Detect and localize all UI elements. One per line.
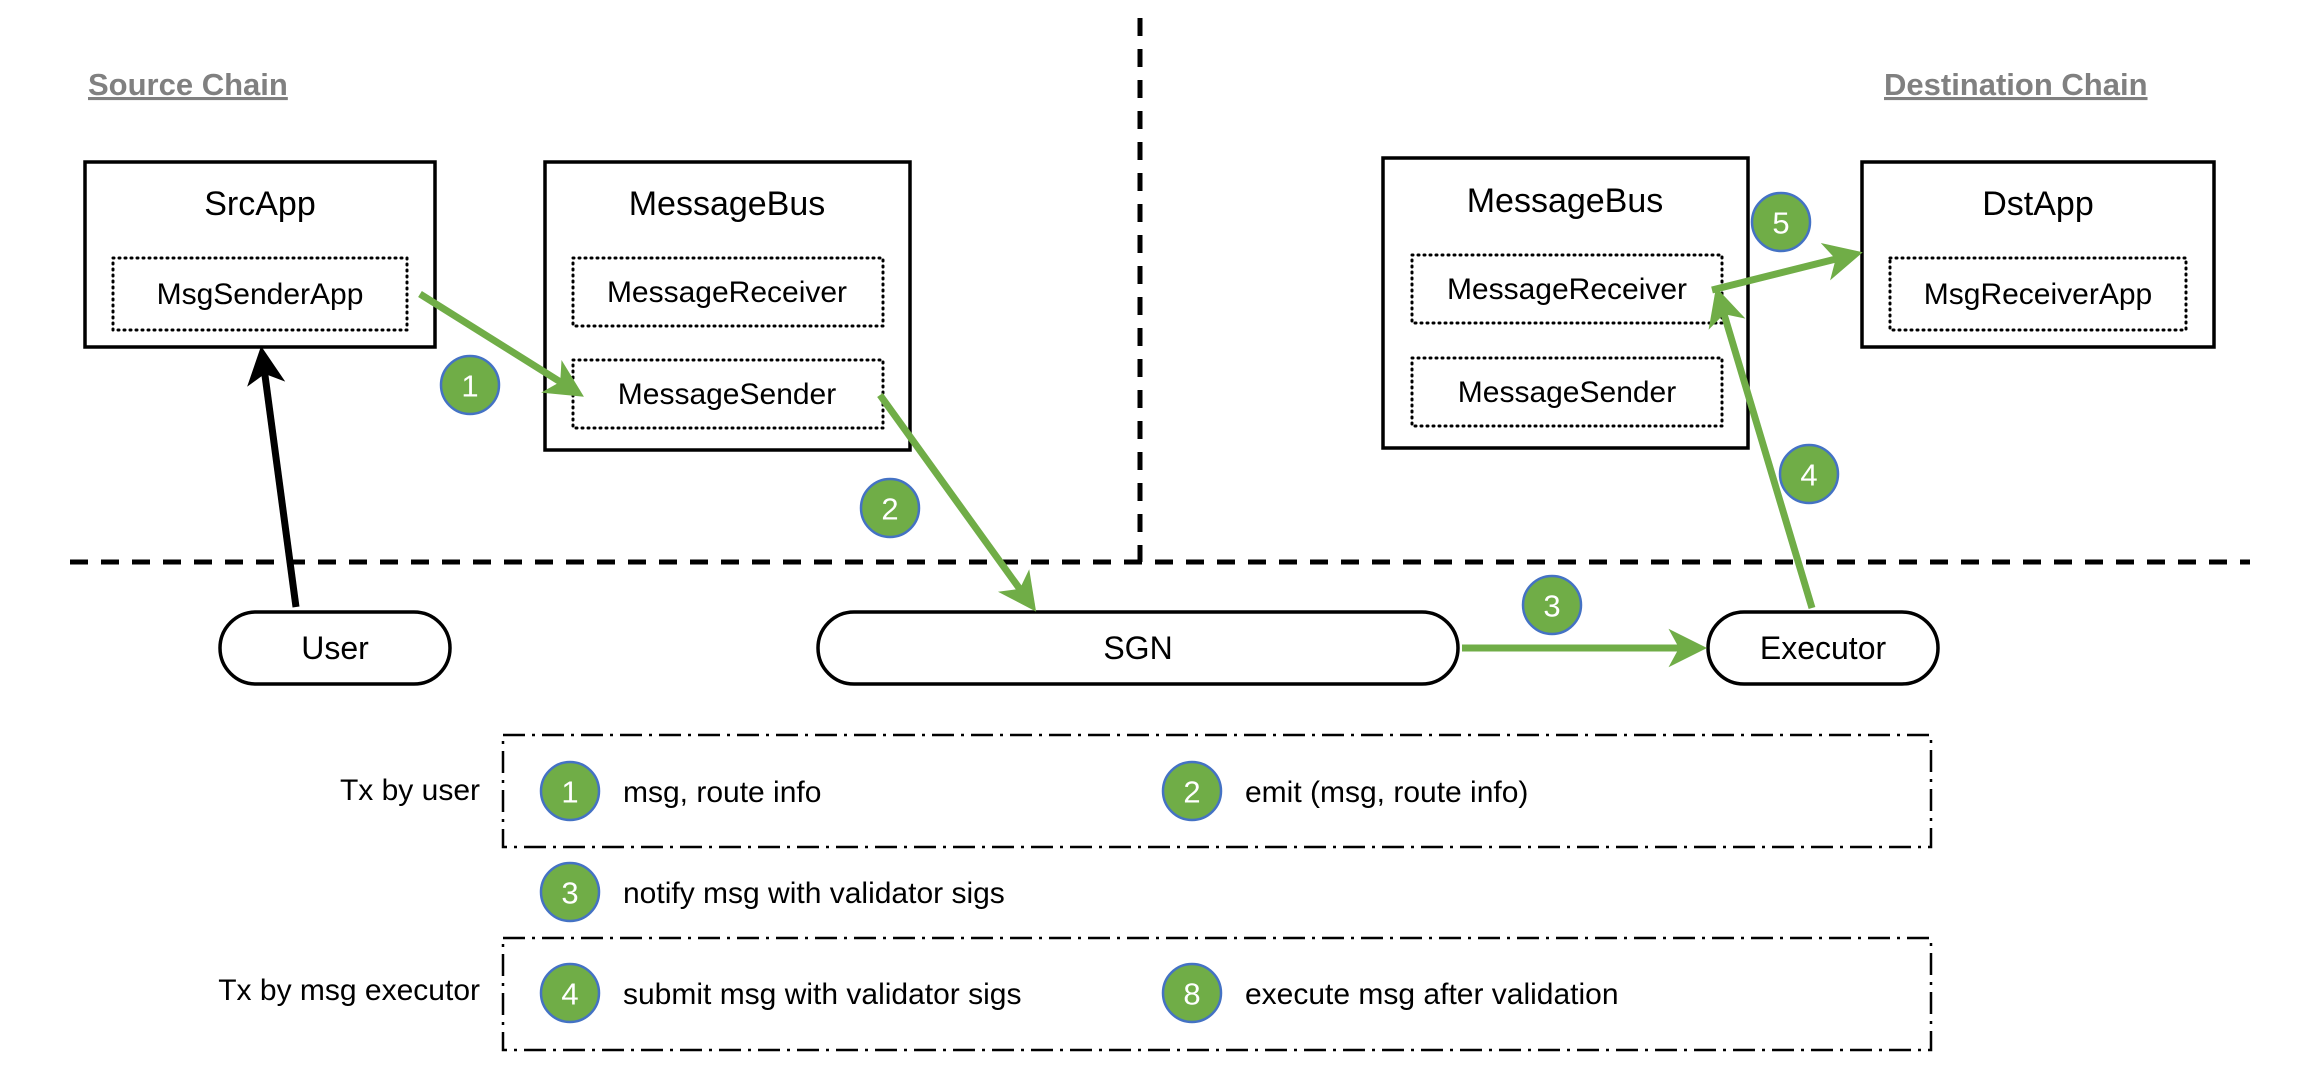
node-user-frame <box>218 610 452 686</box>
legend-item-8-number: 8 <box>1183 977 1200 1012</box>
legend-item-4-circle <box>539 962 601 1024</box>
legend-row-tx-by-msg-executor-side-label: Tx by msg executor <box>218 974 480 1007</box>
legend-row-tx-by-msg-executor: Tx by msg executor 4 submit msg with val… <box>218 936 1933 1052</box>
module-msg-receiver-app-frame <box>1888 256 2188 332</box>
legend-item-3-text: notify msg with validator sigs <box>623 877 1005 910</box>
node-sgn[interactable]: SGN <box>816 610 1460 686</box>
legend-row-tx-by-msg-executor-frame <box>501 936 1933 1052</box>
flow-arrow-2-messagesender-to-sgn <box>877 392 1037 612</box>
legend-item-2-number: 2 <box>1183 775 1200 810</box>
legend-item-3[interactable]: 3 notify msg with validator sigs <box>539 861 1005 923</box>
legend-item-3-circle <box>539 861 601 923</box>
node-executor[interactable]: Executor <box>1706 610 1940 686</box>
module-src-message-receiver-label: MessageReceiver <box>607 276 847 309</box>
module-dst-message-receiver-frame <box>1410 253 1724 325</box>
contract-dst-app-title: DstApp <box>1982 185 2094 223</box>
badge-3[interactable]: 3 <box>1521 574 1583 636</box>
badge-5-circle <box>1750 191 1812 253</box>
legend-item-4-text: submit msg with validator sigs <box>623 978 1021 1011</box>
legend-item-1-circle <box>539 760 601 822</box>
badge-2[interactable]: 2 <box>859 477 921 539</box>
node-executor-frame <box>1706 610 1940 686</box>
node-user-label: User <box>301 630 369 666</box>
legend-item-1[interactable]: 1 msg, route info <box>539 760 821 822</box>
contract-dst-app[interactable]: DstApp MsgReceiverApp <box>1860 160 2216 349</box>
flow-arrow-user-to-srcapp <box>247 346 300 608</box>
legend-item-8[interactable]: 8 execute msg after validation <box>1161 962 1619 1024</box>
destination-chain-title: Destination Chain <box>1884 67 2148 102</box>
legend-item-2[interactable]: 2 emit (msg, route info) <box>1161 760 1528 822</box>
badge-5[interactable]: 5 <box>1750 191 1812 253</box>
badge-5-number: 5 <box>1772 206 1789 241</box>
module-msg-receiver-app-label: MsgReceiverApp <box>1924 278 2152 311</box>
module-src-message-sender-label: MessageSender <box>618 378 836 411</box>
module-src-message-receiver-frame <box>571 256 885 328</box>
module-msg-sender-app-frame <box>111 256 409 332</box>
source-chain-title: Source Chain <box>88 67 288 102</box>
node-executor-label: Executor <box>1760 630 1887 666</box>
legend-row-tx-by-user: Tx by user 1 msg, route info 2 emit (msg… <box>340 733 1933 849</box>
legend-row-notify: 3 notify msg with validator sigs <box>539 861 1005 923</box>
contract-src-message-bus[interactable]: MessageBus MessageReceiver MessageSender <box>543 160 912 452</box>
node-sgn-label: SGN <box>1103 630 1172 666</box>
legend-item-2-text: emit (msg, route info) <box>1245 776 1528 809</box>
flow-arrow-5-dst-messagereceiver-to-dstapp <box>1711 242 1863 294</box>
badge-4-number: 4 <box>1800 458 1817 493</box>
badge-4[interactable]: 4 <box>1778 443 1840 505</box>
module-dst-message-receiver-label: MessageReceiver <box>1447 273 1687 306</box>
legend-item-8-text: execute msg after validation <box>1245 978 1619 1011</box>
node-sgn-frame <box>816 610 1460 686</box>
contract-src-app-title: SrcApp <box>204 185 316 223</box>
legend-row-tx-by-user-frame <box>501 733 1933 849</box>
legend-row-tx-by-user-side-label: Tx by user <box>340 774 480 807</box>
badge-1[interactable]: 1 <box>439 354 501 416</box>
legend-item-4[interactable]: 4 submit msg with validator sigs <box>539 962 1021 1024</box>
badge-3-circle <box>1521 574 1583 636</box>
contract-dst-message-bus-title: MessageBus <box>1467 182 1664 220</box>
legend-item-4-number: 4 <box>561 977 578 1012</box>
badge-1-circle <box>439 354 501 416</box>
badge-4-circle <box>1778 443 1840 505</box>
module-dst-message-sender-label: MessageSender <box>1458 376 1676 409</box>
module-msg-sender-app-label: MsgSenderApp <box>157 278 364 311</box>
legend-item-1-number: 1 <box>561 775 578 810</box>
contract-dst-message-bus[interactable]: MessageBus MessageReceiver MessageSender <box>1381 156 1750 450</box>
contract-src-message-bus-title: MessageBus <box>629 185 826 223</box>
badge-2-number: 2 <box>881 492 898 527</box>
badge-3-number: 3 <box>1543 589 1560 624</box>
legend-item-2-circle <box>1161 760 1223 822</box>
module-dst-message-sender-frame <box>1410 356 1724 428</box>
badge-2-circle <box>859 477 921 539</box>
legend-item-3-number: 3 <box>561 876 578 911</box>
legend-item-8-circle <box>1161 962 1223 1024</box>
legend-item-1-text: msg, route info <box>623 776 821 809</box>
contract-src-app[interactable]: SrcApp MsgSenderApp <box>83 160 437 349</box>
flow-arrow-1-msgsenderapp-to-messagesender <box>418 291 584 397</box>
node-user[interactable]: User <box>218 610 452 686</box>
flow-arrow-4-executor-to-dst-messagereceiver <box>1708 287 1816 610</box>
badge-1-number: 1 <box>461 369 478 404</box>
